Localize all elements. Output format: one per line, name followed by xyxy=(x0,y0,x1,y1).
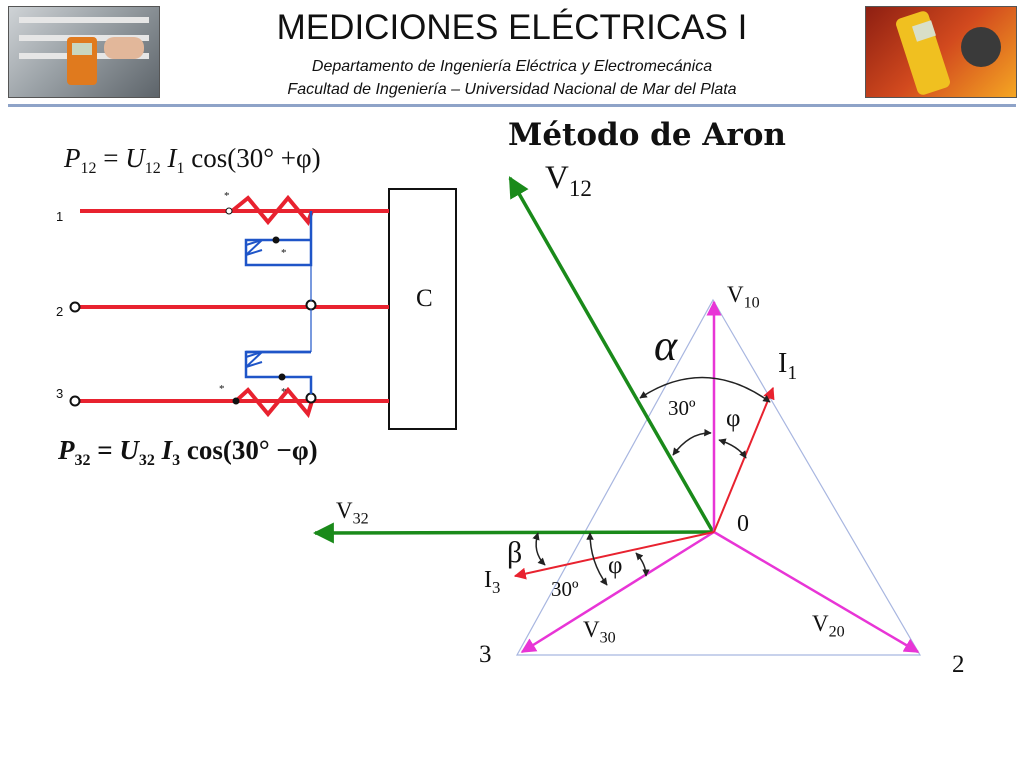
v12-phasor xyxy=(508,176,715,533)
i3-phasor xyxy=(513,531,715,580)
polarity-star: * xyxy=(219,383,225,395)
beta-label: β xyxy=(507,536,523,569)
v30-label: V30 xyxy=(583,617,616,647)
wattmeter-1-current-coil xyxy=(230,194,314,226)
load-box xyxy=(388,188,457,430)
polarity-star: * xyxy=(224,190,230,202)
line-1-label: 1 xyxy=(56,209,64,224)
thirty-upper-label: 30º xyxy=(668,396,696,420)
v20-label: V20 xyxy=(812,611,845,641)
department-subtitle: Departamento de Ingeniería Eléctrica y E… xyxy=(311,58,713,75)
v10-label: V10 xyxy=(727,282,760,312)
method-title: Método de Aron xyxy=(508,117,786,153)
phase-triangle xyxy=(515,298,922,656)
v32-label: V32 xyxy=(336,498,369,528)
equation-p32: P32 = U32 I3 cos(30° −φ) xyxy=(58,435,318,469)
faculty-subtitle: Facultad de Ingeniería – Universidad Nac… xyxy=(287,81,737,98)
alpha-label: α xyxy=(654,321,678,370)
circuit xyxy=(69,188,457,430)
phi-lower-label: φ xyxy=(608,552,623,579)
v32-phasor xyxy=(312,522,714,544)
line-3-label: 3 xyxy=(56,386,64,401)
i3-label: I3 xyxy=(484,567,501,597)
i1-phasor xyxy=(713,386,775,533)
phi-upper-arc xyxy=(718,438,747,459)
thirty-upper-arc xyxy=(672,428,712,456)
v12-label: V12 xyxy=(545,160,592,202)
line-2-label: 2 xyxy=(56,304,64,319)
v30-phasor xyxy=(520,530,715,654)
beta-arc xyxy=(532,532,546,566)
equation-p12: P12 = U12 I1 cos(30° +φ) xyxy=(64,143,321,177)
node-0-label: 0 xyxy=(737,511,749,537)
common-node xyxy=(305,299,317,311)
line-2-terminal xyxy=(69,301,81,313)
phi-upper-label: φ xyxy=(726,405,741,432)
v20-phasor xyxy=(713,530,920,654)
i1-label: I1 xyxy=(778,348,798,384)
wattmeter-3-current-coil xyxy=(234,386,314,419)
phasor-diagram xyxy=(312,176,922,656)
header-left-photo xyxy=(8,6,160,98)
load-label: C xyxy=(416,285,433,312)
header-divider xyxy=(8,104,1016,107)
wattmeter-3-terminal xyxy=(305,392,317,404)
header-right-photo xyxy=(865,6,1017,98)
phi-lower-arc xyxy=(635,552,650,577)
page-title: MEDICIONES ELÉCTRICAS I xyxy=(276,8,748,47)
node-2-label: 2 xyxy=(952,651,965,678)
node-3-label: 3 xyxy=(479,641,492,668)
thirty-lower-arc xyxy=(586,532,608,586)
polarity-star: * xyxy=(281,247,287,259)
line-3-terminal xyxy=(69,395,81,407)
wattmeter-1-voltage-coil xyxy=(244,211,313,267)
alpha-arc xyxy=(639,376,771,403)
polarity-star: * xyxy=(281,386,287,398)
thirty-lower-label: 30º xyxy=(551,577,579,601)
